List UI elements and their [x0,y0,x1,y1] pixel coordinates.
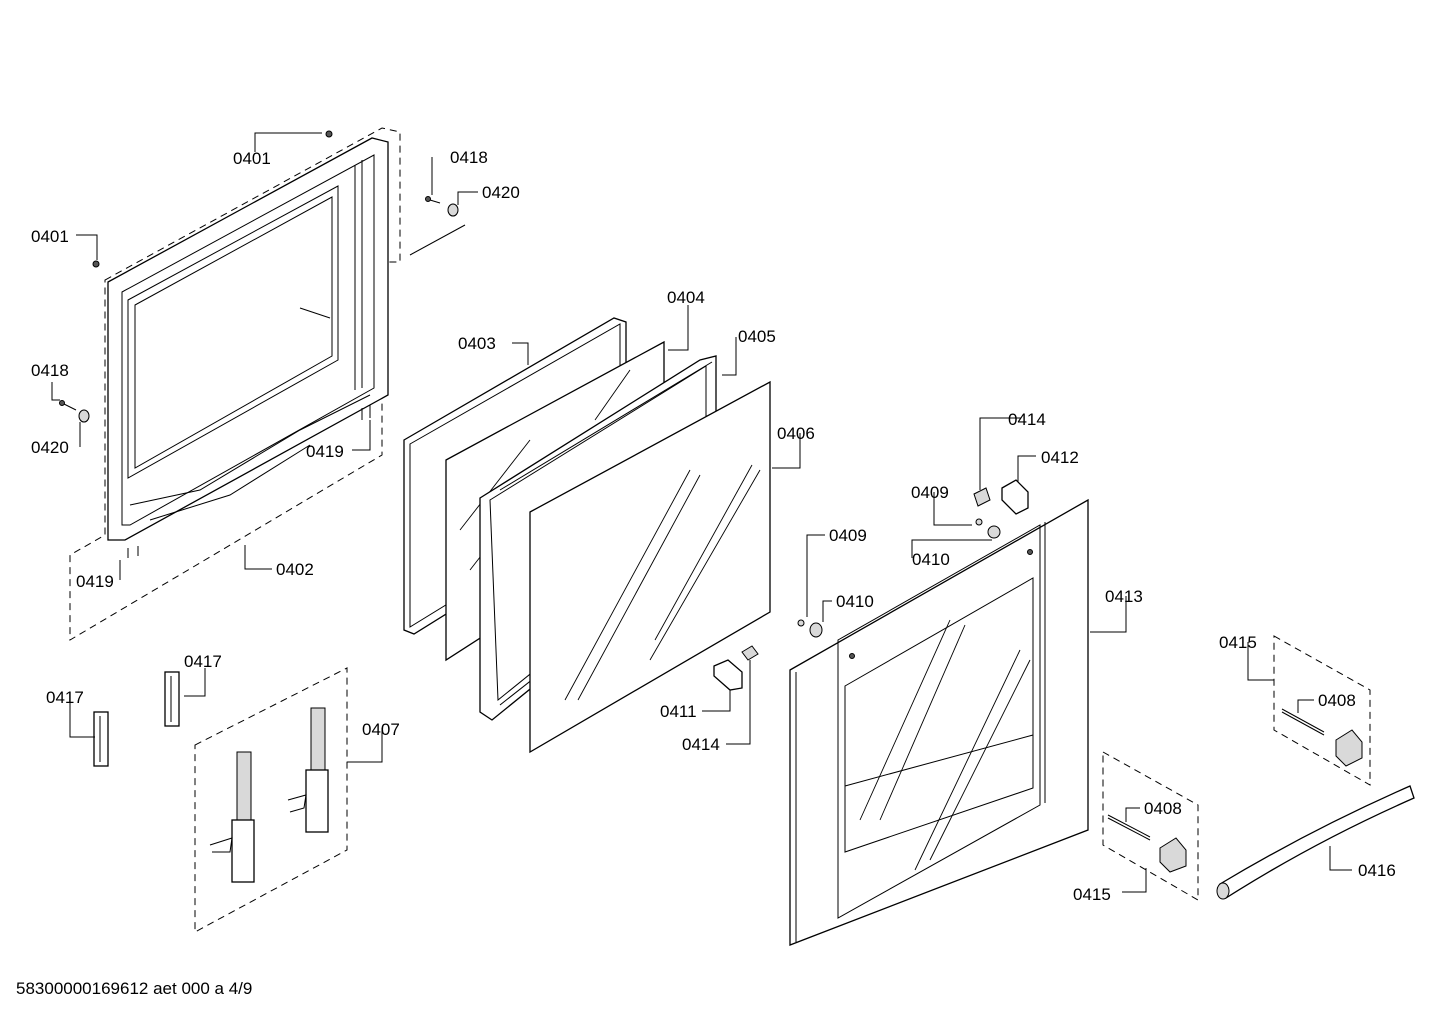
label-0417-b: 0417 [184,652,222,671]
hinge-clip-0417-b [164,671,180,727]
label-0401-left: 0401 [31,227,69,246]
label-0420-top: 0420 [482,183,520,202]
label-0414-a: 0414 [1008,410,1046,429]
handle-mount-0415-top [1273,635,1371,786]
outer-door-0413 [789,498,1089,946]
bracket-0412 [973,479,1029,515]
label-0408-b: 0408 [1144,799,1182,818]
label-0408-a: 0408 [1318,691,1356,710]
label-0415-a: 0415 [1219,633,1257,652]
hinge-group-0407 [194,667,348,933]
label-0419-right: 0419 [306,442,344,461]
label-0411: 0411 [660,702,697,721]
label-0405: 0405 [738,327,776,346]
inner-door-frame [69,127,401,641]
label-0406: 0406 [777,424,815,443]
bracket-0411 [713,645,759,691]
screw-0418-top [409,196,466,256]
label-0415-b: 0415 [1073,885,1111,904]
part-labels: 0401 0401 0418 0420 0418 0420 0419 0419 … [31,148,1396,904]
label-0401-top: 0401 [233,149,271,168]
label-0410-b: 0410 [912,550,950,569]
label-0409-b: 0409 [911,483,949,502]
label-0418-left: 0418 [31,361,69,380]
label-0403: 0403 [458,334,496,353]
label-0410-a: 0410 [836,592,874,611]
label-0409-a: 0409 [829,526,867,545]
label-0404: 0404 [667,288,705,307]
label-0407: 0407 [362,720,400,739]
label-0412: 0412 [1041,448,1079,467]
label-0402: 0402 [276,560,314,579]
label-0417-a: 0417 [46,688,84,707]
document-id: 58300000169612 aet 000 a 4/9 [16,979,253,998]
hardware-0409-0410-right [975,518,1001,539]
hinge-clip-0417-a [93,711,109,767]
label-0419-bottom: 0419 [76,572,114,591]
screw-0419-bottom [127,546,139,558]
label-0416: 0416 [1358,861,1396,880]
label-0420-left: 0420 [31,438,69,457]
leader-lines [51,132,1352,893]
hardware-0409-0410-left [797,619,823,638]
label-0414-b: 0414 [682,735,720,754]
screw-0418-left [59,400,90,423]
label-0413: 0413 [1105,587,1143,606]
screw-0419-right [361,405,371,420]
glass-pane-0406 [529,380,771,754]
label-0418-top: 0418 [450,148,488,167]
door-handle-0416 [1216,785,1415,900]
handle-mount-0415-bottom [1102,751,1199,901]
